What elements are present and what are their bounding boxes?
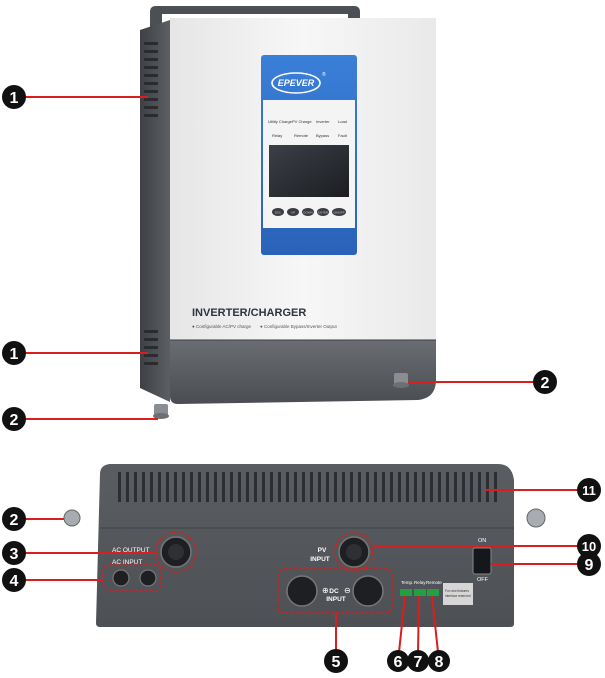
- ac-input-label: AC INPUT: [112, 559, 142, 566]
- callout-badge-11: 11: [577, 478, 601, 502]
- svg-text:2: 2: [541, 375, 550, 392]
- callout-badge-5: 5: [324, 649, 348, 673]
- callout-badge-2c: 2: [2, 507, 26, 531]
- indicator-row-2: Relay Remote Bypass Fault: [272, 133, 348, 138]
- pv-input-label-1: PV: [318, 547, 327, 554]
- down-button[interactable]: DOWN: [302, 208, 314, 216]
- callout-badge-2b: 2: [2, 407, 26, 431]
- indicator-pv-charge: PV Charge: [292, 119, 312, 124]
- dc-positive-sign: ⊕: [322, 586, 329, 595]
- dc-input-label-2: INPUT: [326, 596, 346, 603]
- switch-on-label: ON: [478, 538, 486, 544]
- callout-badge-1b: 1: [2, 341, 26, 365]
- indicator-inverter: Inverter: [316, 119, 330, 124]
- svg-text:DOWN: DOWN: [303, 211, 313, 215]
- callout-badge-3: 3: [2, 541, 26, 565]
- power-switch[interactable]: [472, 547, 492, 575]
- indicator-bypass: Bypass: [316, 133, 329, 138]
- bottom-callout-lines: [22, 489, 582, 653]
- logo-text: EPEVER: [278, 78, 315, 88]
- indicator-remote: Remote: [294, 133, 309, 138]
- indicator-load: Load: [338, 119, 347, 124]
- svg-text:8: 8: [435, 654, 444, 671]
- enter-button[interactable]: ENTER: [317, 208, 329, 216]
- bottom-vents: [118, 472, 497, 502]
- callout-badge-2a: 2: [533, 370, 557, 394]
- side-vents: [144, 42, 158, 365]
- inverter-front-view: EPEVER ® Utility Charge PV Charge Invert…: [140, 6, 436, 419]
- sticker-line-2: interface reserved: [445, 594, 471, 598]
- indicator-relay: Relay: [272, 133, 282, 138]
- product-feature-1: ● Configurable AC/PV charge: [192, 324, 251, 329]
- svg-text:ON/OFF: ON/OFF: [333, 211, 344, 215]
- bottom-foot-right: [526, 508, 546, 528]
- callout-badge-10: 10: [577, 534, 601, 558]
- onoff-button[interactable]: ON/OFF: [332, 208, 346, 216]
- svg-text:UP: UP: [291, 211, 295, 215]
- svg-text:3: 3: [10, 546, 19, 563]
- ac-output-label: AC OUTPUT: [112, 547, 150, 554]
- reserved-sticker: [443, 583, 473, 605]
- callout-badge-6: 6: [387, 650, 409, 672]
- ac-input-port-2: [139, 569, 157, 587]
- svg-text:5: 5: [332, 654, 341, 671]
- dc-input-port-positive: [286, 575, 318, 607]
- product-feature-2: ● Configurable Bypass/Inverter Output: [260, 324, 338, 329]
- temp-terminal: [400, 589, 412, 596]
- svg-text:ESC: ESC: [275, 211, 282, 215]
- bottom-foot-left: [63, 509, 81, 527]
- bottom-housing: [96, 464, 514, 627]
- svg-text:7: 7: [414, 654, 423, 671]
- logo-registered: ®: [322, 71, 326, 78]
- base-housing: [170, 340, 436, 404]
- svg-text:2: 2: [10, 412, 19, 429]
- svg-text:ENTER: ENTER: [318, 211, 329, 215]
- callout-badges: 1 1 2 2 2 3 4 5: [2, 85, 601, 673]
- indicator-fault: Fault: [338, 133, 348, 138]
- lcd-screen: [269, 145, 349, 197]
- svg-text:4: 4: [10, 573, 19, 590]
- svg-text:11: 11: [582, 483, 596, 498]
- callout-badge-8: 8: [428, 650, 450, 672]
- control-buttons: ESC UP DOWN ENTER ON/OFF: [272, 208, 346, 216]
- callout-badge-9: 9: [577, 552, 601, 576]
- foot-left: [154, 404, 168, 416]
- epever-logo: [271, 72, 321, 94]
- top-callout-lines: [22, 96, 536, 420]
- callout-badge-4: 4: [2, 568, 26, 592]
- indicator-row-1: Utility Charge PV Charge Inverter Load: [268, 119, 347, 124]
- relay-label: Relay: [414, 580, 426, 585]
- up-button[interactable]: UP: [287, 208, 299, 216]
- dc-input-port-negative: [352, 575, 384, 607]
- svg-text:2: 2: [10, 512, 19, 529]
- dc-input-label-1: DC: [329, 588, 339, 595]
- svg-text:9: 9: [585, 557, 594, 574]
- callout-badge-7: 7: [407, 650, 429, 672]
- relay-terminal: [414, 589, 426, 596]
- sticker-line-1: For new features: [445, 589, 469, 593]
- remote-label: Remote: [426, 580, 442, 585]
- svg-text:1: 1: [10, 90, 19, 107]
- side-panel: [140, 20, 170, 402]
- ac-input-port-1: [112, 569, 130, 587]
- switch-off-label: OFF: [477, 577, 489, 583]
- svg-text:6: 6: [394, 654, 403, 671]
- pv-input-label-2: INPUT: [310, 556, 330, 563]
- svg-text:1: 1: [10, 346, 19, 363]
- remote-terminal: [427, 589, 439, 596]
- indicator-utility-charge: Utility Charge: [268, 119, 293, 124]
- inverter-bottom-view: AC OUTPUT AC INPUT ⊕ ⊖ DC INPUT PV INPUT…: [63, 464, 546, 627]
- temp-label: Temp.: [401, 580, 413, 585]
- svg-text:10: 10: [582, 539, 596, 554]
- mounting-bracket: [150, 6, 360, 28]
- esc-button[interactable]: ESC: [272, 208, 284, 216]
- callout-badge-1a: 1: [2, 85, 26, 109]
- foot-right: [394, 373, 408, 385]
- product-title: INVERTER/CHARGER: [192, 307, 306, 319]
- dc-negative-sign: ⊖: [344, 586, 351, 595]
